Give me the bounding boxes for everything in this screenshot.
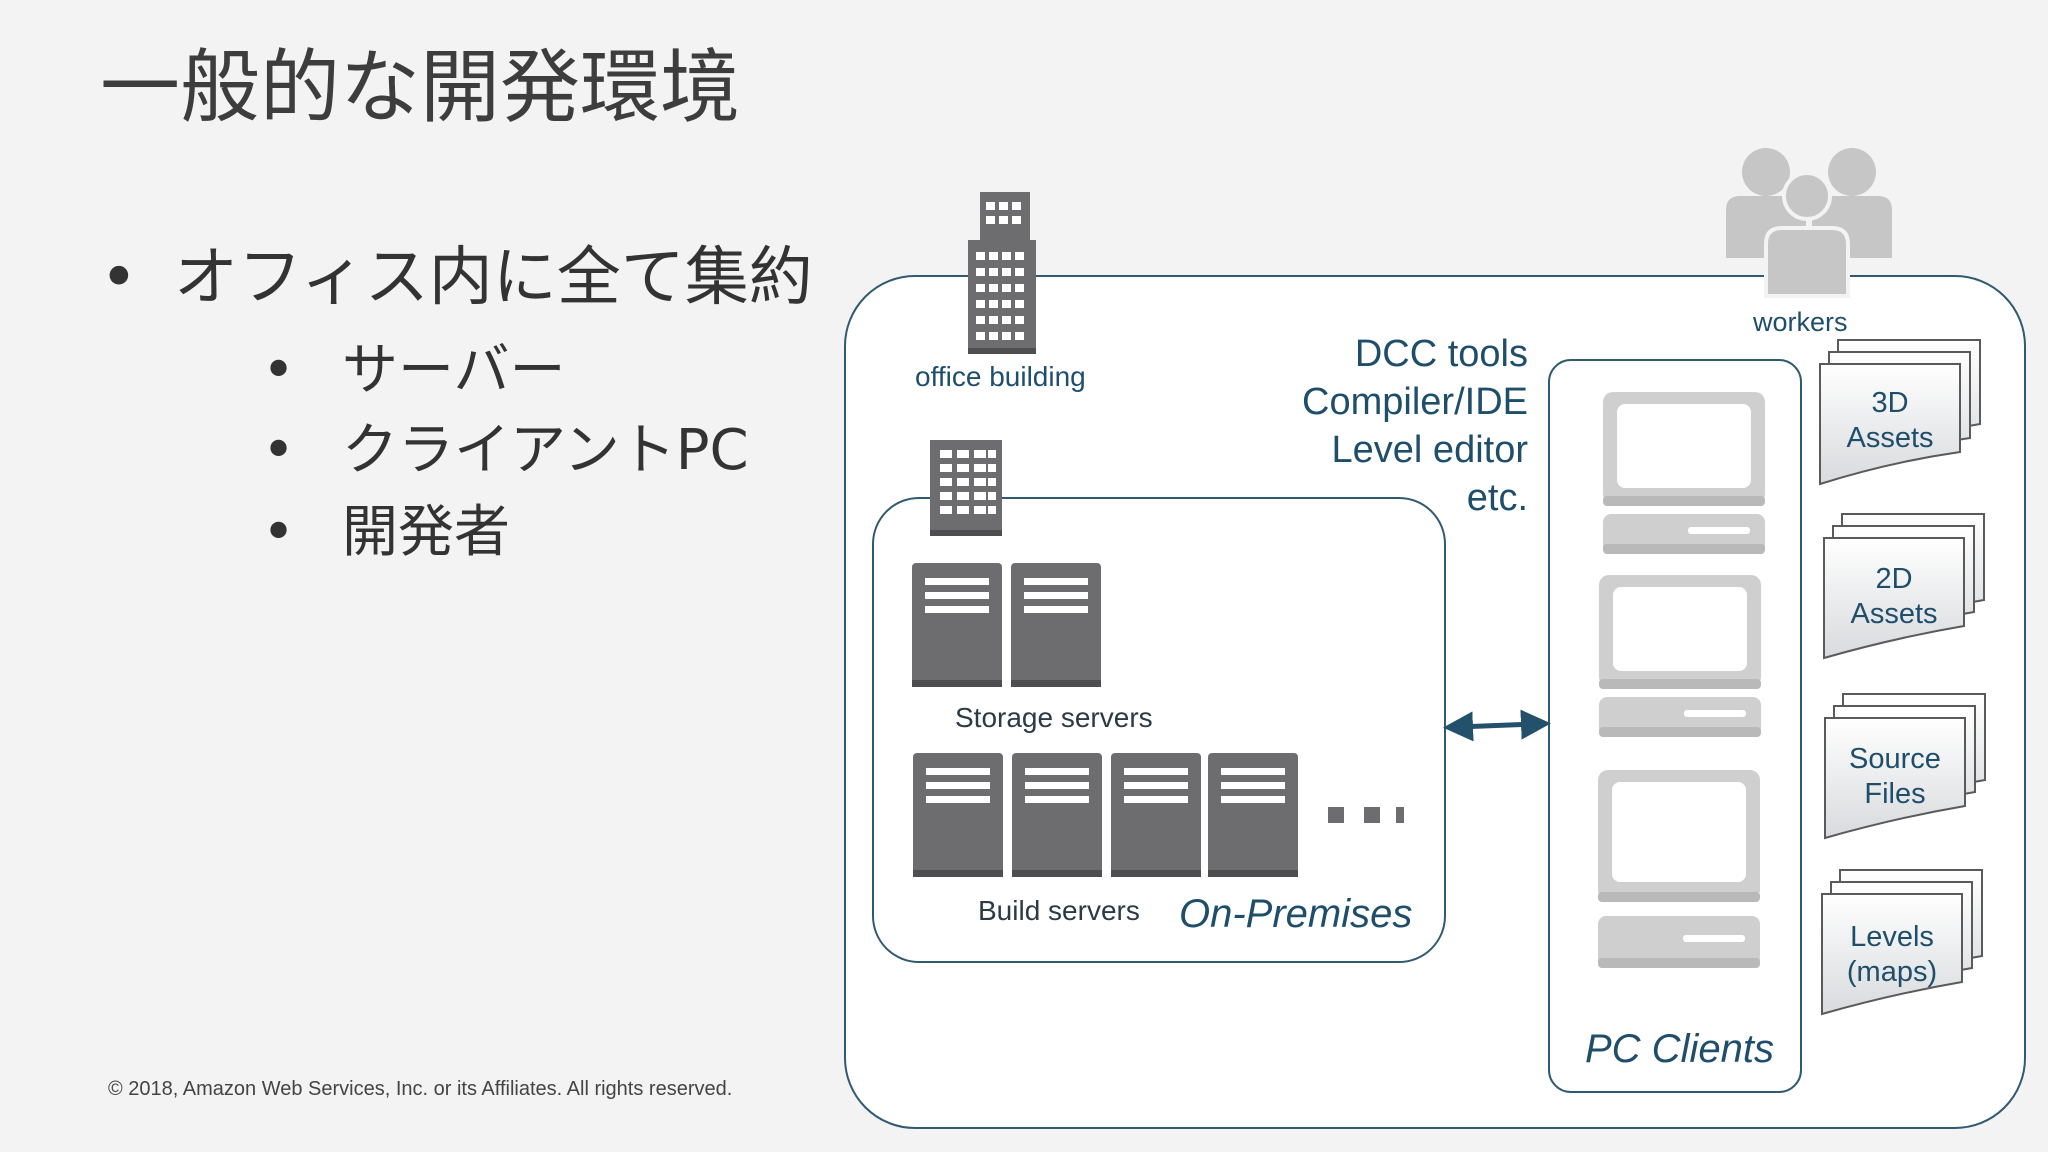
slide-title: 一般的な開発環境 bbox=[100, 41, 740, 134]
storage-servers-label: Storage servers bbox=[955, 702, 1153, 733]
pc-client-icon bbox=[1598, 770, 1760, 968]
tool-item: DCC tools bbox=[1354, 333, 1528, 375]
asset-label-line: Assets bbox=[1850, 598, 1938, 630]
office-building-icon bbox=[968, 192, 1036, 354]
asset-label-line: Assets bbox=[1846, 422, 1934, 454]
asset-label-line: 2D bbox=[1875, 563, 1913, 595]
asset-label-2d: 2D Assets bbox=[1824, 562, 1964, 632]
asset-label-line: Source bbox=[1849, 743, 1941, 775]
workers-icon bbox=[1726, 148, 1892, 298]
asset-label-line: 3D bbox=[1871, 387, 1909, 419]
tools-list: DCC tools Compiler/IDE Level editor etc. bbox=[1190, 330, 1528, 522]
bullet-text: オフィス内に全て集約 bbox=[174, 241, 813, 315]
storage-server-icon bbox=[1011, 563, 1101, 687]
asset-stack-icon bbox=[1819, 339, 1981, 486]
asset-label-line: Files bbox=[1864, 778, 1926, 810]
asset-label-3d: 3D Assets bbox=[1820, 386, 1960, 456]
bullet-text: サーバー bbox=[342, 338, 566, 403]
bullet-text: 開発者 bbox=[342, 500, 510, 565]
datacenter-building-icon bbox=[930, 440, 1002, 536]
tool-item: Compiler/IDE bbox=[1302, 381, 1528, 423]
build-server-icon bbox=[1012, 753, 1102, 877]
pc-client-icon bbox=[1599, 575, 1761, 737]
asset-stack-icon bbox=[1821, 869, 1983, 1016]
bullet-glyph: • bbox=[262, 338, 296, 403]
bullet-glyph: • bbox=[100, 241, 138, 315]
asset-label-source-files: Source Files bbox=[1825, 742, 1965, 812]
more-servers-ellipsis bbox=[1328, 807, 1404, 823]
pc-clients-label: PC Clients bbox=[1585, 1027, 1774, 1071]
storage-server-icon bbox=[912, 563, 1002, 687]
on-premises-label: On-Premises bbox=[1179, 892, 1413, 936]
build-servers-label: Build servers bbox=[978, 895, 1140, 926]
copyright-notice: © 2018, Amazon Web Services, Inc. or its… bbox=[108, 1078, 733, 1100]
build-server-icon bbox=[913, 753, 1003, 877]
bullet-text: クライアントPC bbox=[342, 418, 749, 483]
connection-arrow bbox=[1443, 709, 1551, 742]
pc-client-icon bbox=[1603, 392, 1765, 554]
office-building-label: office building bbox=[915, 361, 1086, 392]
asset-label-line: Levels bbox=[1850, 921, 1934, 953]
build-server-icon bbox=[1208, 753, 1298, 877]
build-server-icon bbox=[1111, 753, 1201, 877]
asset-label-levels: Levels (maps) bbox=[1822, 920, 1962, 990]
asset-stack-icon bbox=[1823, 513, 1985, 660]
tool-item: Level editor bbox=[1331, 429, 1528, 471]
bullet-glyph: • bbox=[262, 500, 296, 565]
asset-label-line: (maps) bbox=[1846, 956, 1938, 988]
bullet-glyph: • bbox=[262, 418, 296, 483]
workers-label: workers bbox=[1753, 307, 1848, 337]
tool-item: etc. bbox=[1466, 477, 1528, 519]
asset-stack-icon bbox=[1824, 693, 1986, 840]
